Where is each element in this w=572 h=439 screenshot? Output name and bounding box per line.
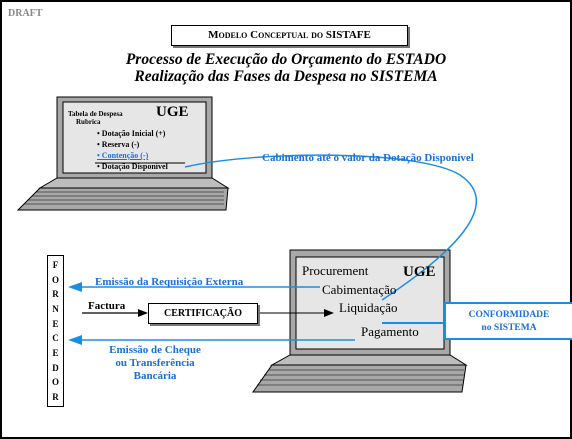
cabimento-label: Cabimento até o valor da Dotação Disponi…: [262, 152, 474, 164]
fornecedor-letter: F: [52, 260, 59, 270]
laptop-1-item: • Dotação Inicial (+): [97, 129, 166, 138]
laptop-2: [252, 249, 468, 393]
fornecedor-letter: O: [51, 377, 59, 388]
conformidade-line: no SISTEMA: [481, 323, 537, 333]
fornecedor-letter: O: [51, 274, 59, 285]
certificacao-box: CERTIFICAÇÃO: [148, 303, 258, 324]
laptop-1-screen: [62, 101, 207, 174]
phase-procurement: Procurement: [302, 263, 369, 278]
laptop-1-item: • Reserva (-): [97, 140, 140, 149]
fornecedor-letter: D: [52, 362, 59, 373]
factura-label: Factura: [88, 300, 126, 312]
conformidade-line: CONFORMIDADE: [468, 310, 550, 320]
laptop-1-heading-1: Tabela de Despesa: [68, 110, 123, 118]
laptop-1-item: • Dotação Disponível: [97, 162, 168, 171]
emissao-requisicao-label: Emissão da Requisição Externa: [95, 276, 244, 288]
fornecedor-box: F O R N E C E D O R: [47, 255, 64, 407]
laptop-1-item: • Contenção (-): [97, 151, 149, 160]
phase-pagamento: Pagamento: [361, 324, 419, 339]
fornecedor-letter: R: [52, 289, 59, 300]
laptop-2-uge: UGE: [403, 264, 436, 280]
fornecedor-letter: E: [52, 318, 59, 329]
laptop-1-keyboard: [16, 187, 229, 211]
laptop-1-heading-2: Rubrica: [76, 118, 101, 126]
laptop-1: [16, 96, 230, 211]
laptop-2-base: [270, 354, 468, 366]
draft-label: DRAFT: [8, 8, 43, 19]
emissao-cheque-line: Emissão de Cheque: [109, 344, 201, 356]
fornecedor-letter: E: [52, 347, 59, 358]
emissao-cheque-label: Emissão de Cheque ou Transferência Bancá…: [85, 344, 225, 383]
subtitle-line-1: Processo de Execução do Orçamento do EST…: [125, 51, 447, 68]
subtitle-line-2: Realização das Fases da Despesa no SISTE…: [134, 68, 438, 85]
laptop-2-screen: [295, 256, 445, 350]
emissao-cheque-line: Bancária: [133, 370, 177, 382]
cabimento-curve: [184, 154, 478, 301]
conformidade-box: CONFORMIDADE no SISTEMA: [444, 302, 572, 340]
laptop-2-keyboard: [252, 364, 467, 393]
phase-liquidacao: Liquidação: [339, 300, 398, 315]
emissao-cheque-line: ou Transferência: [115, 357, 195, 369]
laptop-1-uge: UGE: [156, 104, 189, 120]
fornecedor-letter: N: [52, 303, 59, 314]
phase-cabimentacao: Cabimentação: [322, 282, 397, 297]
laptop-1-base: [38, 177, 230, 189]
fornecedor-letter: R: [52, 391, 59, 402]
page-title: Modelo Conceptual do SISTAFE: [171, 25, 408, 46]
fornecedor-letter: C: [52, 333, 59, 344]
